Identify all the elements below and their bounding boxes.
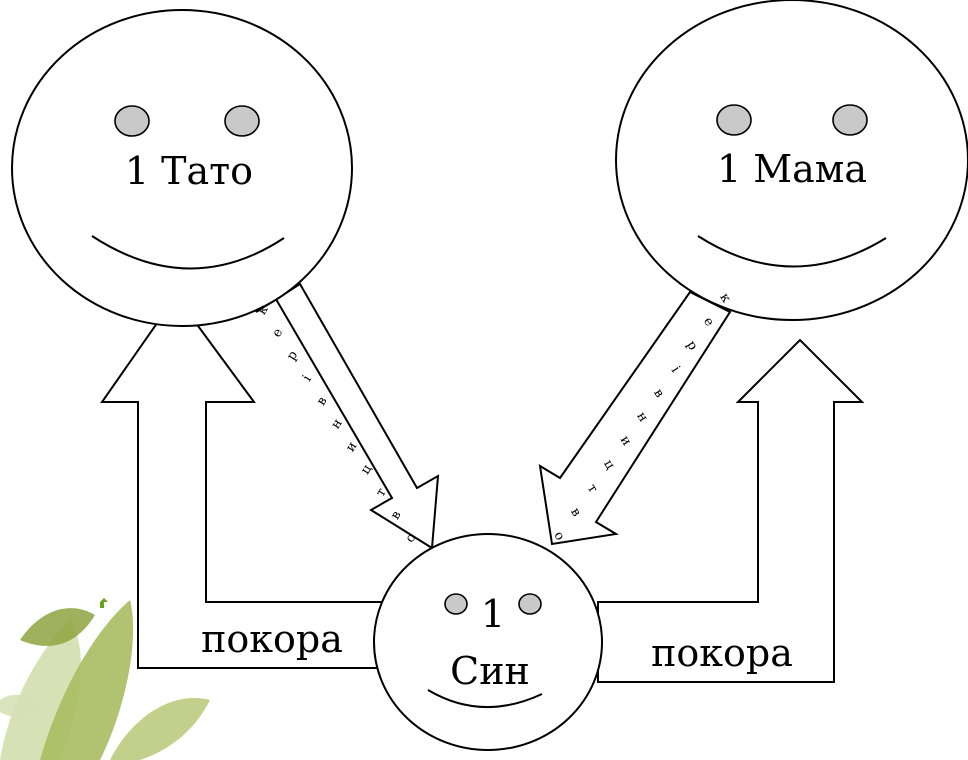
father-left-eye — [114, 105, 150, 137]
mother-label: 1 Мама — [717, 147, 867, 191]
father-label: 1 Тато — [125, 149, 253, 193]
guidance-arrow-left — [255, 282, 440, 550]
guidance-right-letter: і — [668, 364, 683, 375]
son-face: 1 Син — [373, 533, 603, 751]
son-right-eye — [518, 593, 542, 615]
mother-left-eye — [716, 104, 752, 136]
father-face: 1 Тато — [11, 9, 353, 327]
obedience-label-left: покора — [201, 617, 343, 661]
obedience-arrow-left — [100, 294, 399, 669]
son-left-eye — [444, 593, 468, 615]
father-right-eye — [224, 105, 260, 137]
son-label-top: 1 — [481, 592, 505, 636]
mother-smile — [697, 235, 887, 268]
obedience-label-right: покора — [651, 631, 793, 675]
guidance-left-letter: е — [269, 325, 286, 340]
mother-face: 1 Мама — [615, 0, 968, 321]
son-label-bottom: Син — [450, 649, 530, 693]
guidance-left-letter: р — [284, 348, 301, 363]
guidance-left-letter: в — [314, 394, 331, 408]
guidance-left-letter: н — [328, 416, 345, 431]
guidance-arrow-right — [538, 290, 732, 546]
leaf-decoration — [0, 600, 210, 760]
obedience-arrow-right — [597, 338, 865, 683]
guidance-left-letter: и — [343, 439, 360, 454]
bullet-arrow-icon — [96, 598, 108, 608]
guidance-left-letter: і — [300, 373, 315, 384]
father-smile — [91, 235, 285, 270]
mother-right-eye — [832, 104, 868, 136]
son-smile — [427, 689, 543, 708]
